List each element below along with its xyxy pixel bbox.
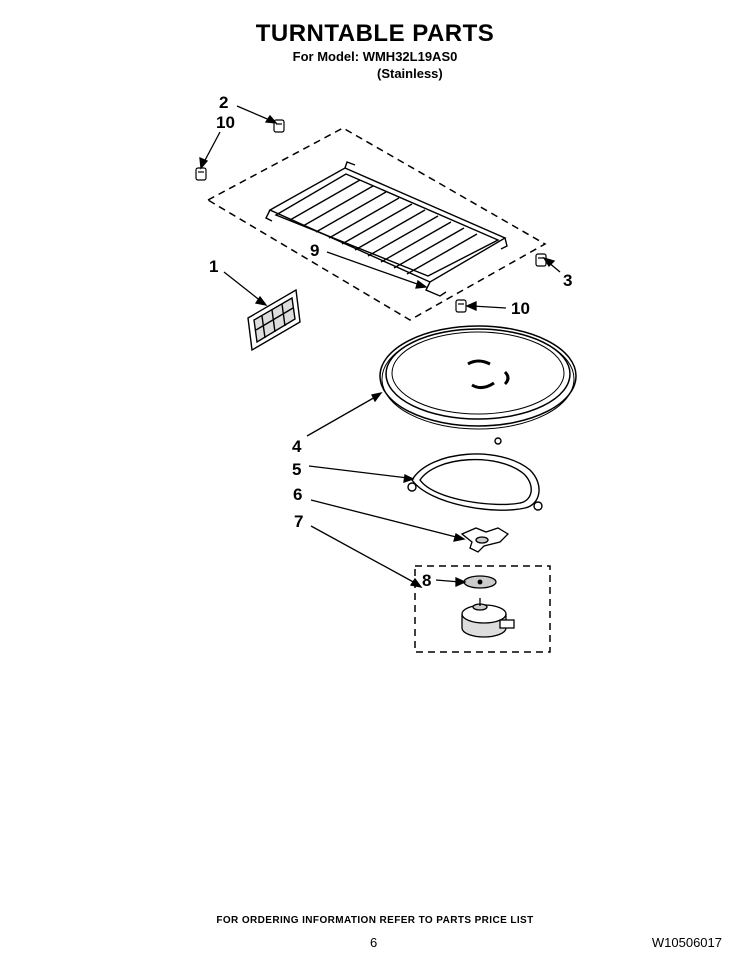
model-number: For Model: WMH32L19AS0 <box>292 49 458 64</box>
roller-ring-part-5 <box>407 437 543 511</box>
clip-part-10-upper <box>195 167 207 181</box>
callout-4: 4 <box>292 437 302 456</box>
document-number: W10506017 <box>651 935 722 950</box>
clip-part-10-lower <box>455 299 467 313</box>
model-variant: (Stainless) <box>377 66 443 81</box>
cover-part-1 <box>247 288 301 352</box>
rack-assembly-outline <box>206 127 547 321</box>
ordering-note: FOR ORDERING INFORMATION REFER TO PARTS … <box>216 915 534 926</box>
rack-part <box>265 161 508 297</box>
callout-10-upper: 10 <box>216 113 235 132</box>
callout-9: 9 <box>310 241 319 260</box>
callout-7: 7 <box>294 512 303 531</box>
leader-lines <box>199 105 561 588</box>
callout-5: 5 <box>292 460 301 479</box>
callout-1: 1 <box>209 257 218 276</box>
page-number: 6 <box>370 935 378 950</box>
washer-part-8 <box>463 575 497 589</box>
callout-6: 6 <box>293 485 302 504</box>
callout-8: 8 <box>422 571 431 590</box>
page-title: TURNTABLE PARTS <box>255 20 495 47</box>
coupler-part-6 <box>460 527 510 553</box>
callout-3: 3 <box>563 271 572 290</box>
motor-part-7 <box>461 598 515 638</box>
turntable-tray-part-4 <box>379 325 577 430</box>
callout-2: 2 <box>219 93 228 112</box>
callout-10-lower: 10 <box>511 299 530 318</box>
motor-assembly-outline <box>414 565 551 653</box>
